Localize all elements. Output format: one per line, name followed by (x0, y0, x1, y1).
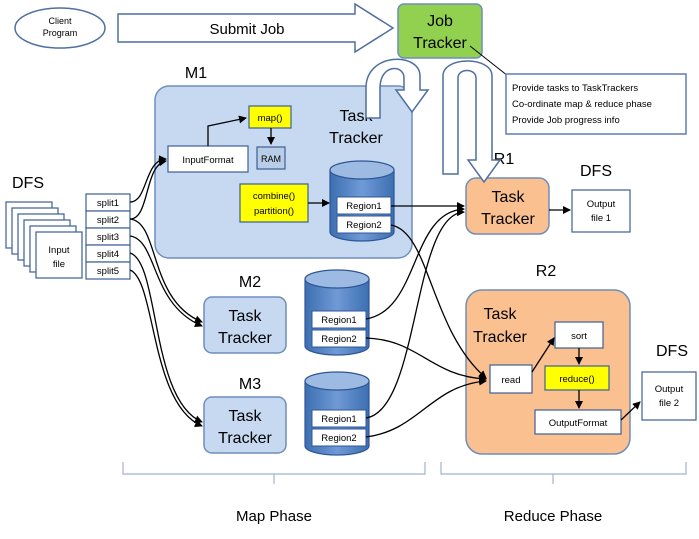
m3-task-tracker: Task Tracker (203, 396, 287, 454)
r2-output-file: Output file 2 (641, 371, 697, 421)
m3-region2: Region2 (321, 433, 356, 444)
job-tracker-line2: Tracker (413, 35, 467, 52)
svg-text:Task: Task (484, 306, 518, 323)
split2-to-m2 (129, 218, 203, 324)
dfs-r1-label: DFS (580, 163, 612, 180)
split3-to-m2 (129, 235, 203, 327)
svg-text:file 1: file 1 (591, 213, 611, 224)
inputformat-to-map (207, 115, 247, 146)
r2-label: R2 (536, 263, 557, 280)
m3-region2-to-r2 (365, 377, 487, 438)
reduce-phase-brace (440, 462, 687, 484)
m2-region2-to-r2 (365, 337, 487, 383)
map-phase-label: Map Phase (236, 508, 312, 525)
info-line-2: Co-ordinate map & reduce phase (512, 99, 652, 110)
split-3: split3 (97, 232, 119, 243)
r2-reduce-function: reduce() (544, 365, 610, 391)
split4-to-m3 (129, 252, 203, 423)
job-tracker-line1: Job (427, 13, 453, 30)
m1-region1: Region1 (346, 201, 381, 212)
m1-tracker-line2: Tracker (329, 130, 383, 147)
client-program-line2: Program (43, 28, 78, 38)
m1-partition: partition() (254, 206, 294, 217)
m1-input-format: InputFormat (167, 145, 249, 173)
client-program: Client Program (14, 7, 106, 49)
m2-region2: Region2 (321, 334, 356, 345)
m1-tracker-line1: Task (340, 108, 374, 125)
job-tracker: Job Tracker (397, 3, 483, 59)
job-tracker-to-m1-arrow (365, 58, 430, 119)
m2-region1: Region1 (321, 315, 356, 326)
r2-sort: sort (554, 321, 604, 349)
svg-text:Task: Task (492, 189, 526, 206)
connectors (129, 115, 641, 438)
m3-label: M3 (239, 376, 261, 393)
m1-region2-to-r2 (390, 224, 487, 379)
input-file-line1: Input (48, 245, 69, 256)
submit-job-arrow: Submit Job (117, 2, 395, 54)
split-2: split2 (97, 215, 119, 226)
svg-text:file 2: file 2 (659, 398, 679, 409)
svg-text:Output: Output (587, 199, 616, 210)
m1-region2: Region2 (346, 220, 381, 231)
svg-text:RAM: RAM (261, 154, 281, 164)
svg-text:reduce(): reduce() (559, 374, 594, 385)
job-tracker-to-r1-arrow (442, 60, 502, 184)
split2-to-m1 (129, 158, 167, 220)
svg-text:sort: sort (571, 331, 587, 342)
m2-output-cylinder: Region1 Region2 (304, 269, 370, 356)
split5-to-m3 (129, 269, 203, 427)
svg-text:Tracker: Tracker (218, 430, 272, 447)
r1-output-file: Output file 1 (571, 189, 631, 233)
client-program-line1: Client (48, 16, 72, 26)
r1-label: R1 (494, 151, 515, 168)
split-1: split1 (97, 198, 119, 209)
m1-combine-partition: combine() partition() (239, 183, 309, 223)
dfs-r2-label: DFS (656, 343, 688, 360)
split-list: split1 split2 split3 split4 split5 (85, 193, 131, 280)
m2-region1-to-r1 (365, 205, 465, 320)
svg-text:Task: Task (229, 308, 263, 325)
read-to-sort (531, 337, 555, 373)
svg-text:Tracker: Tracker (481, 211, 535, 228)
svg-text:read: read (501, 375, 520, 386)
m3-region1-to-r1 (365, 208, 465, 419)
reduce-phase-label: Reduce Phase (504, 508, 602, 525)
dfs-left-label: DFS (12, 175, 44, 192)
m1-map-function: map() (248, 105, 292, 129)
info-line-3: Provide Job progress info (512, 115, 620, 126)
submit-job-label: Submit Job (209, 21, 284, 38)
svg-text:InputFormat: InputFormat (182, 155, 234, 166)
svg-text:Task: Task (229, 408, 263, 425)
input-file-line2: file (53, 259, 65, 270)
m2-label: M2 (239, 274, 261, 291)
split-5: split5 (97, 266, 119, 277)
outputformat-to-file2 (620, 401, 641, 421)
split-4: split4 (97, 249, 119, 260)
r2-output-format: OutputFormat (534, 409, 622, 435)
m3-output-cylinder: Region1 Region2 (304, 371, 370, 456)
m2-task-tracker: Task Tracker (203, 296, 287, 354)
m1-output-cylinder: Region1 Region2 (329, 160, 395, 242)
svg-text:Tracker: Tracker (218, 330, 272, 347)
info-line-1: Provide tasks to TaskTrackers (512, 83, 638, 94)
svg-text:Output: Output (655, 384, 684, 395)
r1-task-tracker: Task Tracker (465, 177, 550, 235)
svg-text:OutputFormat: OutputFormat (549, 418, 608, 429)
job-tracker-info-callout: Provide tasks to TaskTrackers Co-ordinat… (469, 45, 687, 135)
r2-read: read (489, 364, 533, 394)
input-file-stack: Input file (5, 201, 83, 279)
svg-text:Tracker: Tracker (473, 329, 527, 346)
m1-combine: combine() (253, 191, 295, 202)
map-phase-brace (122, 462, 426, 484)
m3-region1: Region1 (321, 414, 356, 425)
m1-label: M1 (185, 65, 207, 82)
svg-text:map(): map() (258, 113, 283, 124)
m1-ram: RAM (256, 146, 286, 170)
